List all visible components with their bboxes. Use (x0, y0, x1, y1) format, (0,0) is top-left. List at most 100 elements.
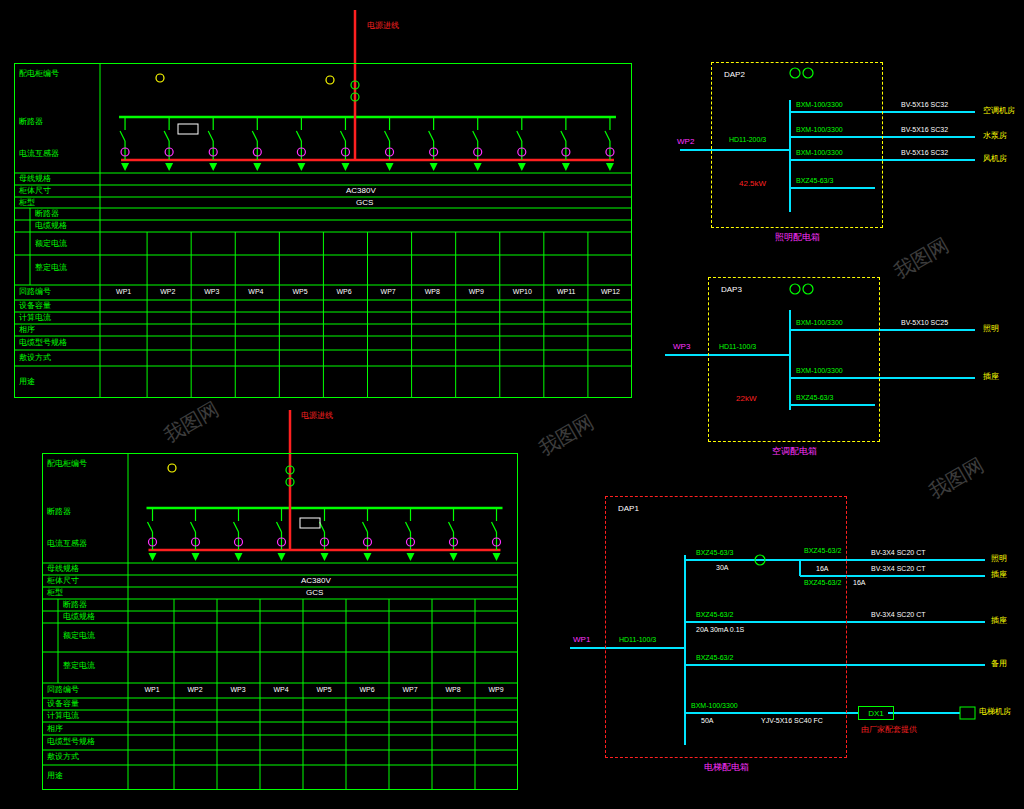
table-rule (30, 208, 31, 285)
wire (790, 187, 875, 189)
table-rule (303, 599, 304, 790)
outgoing-arrow (430, 163, 438, 171)
distribution-panel: DAP2照明配电箱 (711, 62, 883, 228)
branch-wire (477, 117, 478, 130)
annotation-label: BV-5X16 SC32 (900, 149, 949, 156)
ct-symbol (209, 148, 217, 156)
meter-symbol (300, 518, 320, 528)
branch-wire (389, 141, 390, 160)
meter-symbol (178, 124, 198, 134)
annotation-label: WP3 (203, 288, 220, 295)
table-rule (42, 587, 518, 588)
breaker-symbol (385, 131, 390, 141)
outgoing-arrow (321, 553, 329, 561)
table-rule (235, 232, 236, 398)
outgoing-arrow (341, 163, 349, 171)
branch-wire (477, 141, 478, 160)
annotation-label: BXM-100/3300 (690, 702, 739, 709)
table-rule (42, 652, 518, 653)
table-rule (128, 453, 129, 790)
annotation-label: WP6 (335, 288, 352, 295)
table-rule (42, 710, 518, 711)
branch-wire (433, 141, 434, 160)
annotation-label: 断路器 (62, 601, 88, 609)
symbol-circle (351, 93, 359, 101)
annotation-label: 电缆规格 (34, 222, 68, 230)
schedule-table: 配电柜编号 (42, 453, 518, 790)
panel-title: 配电柜编号 (19, 70, 59, 78)
panel-title: DX1 (859, 710, 893, 718)
outgoing-arrow (474, 163, 482, 171)
breaker-symbol (191, 522, 196, 532)
annotation-label: 电源进线 (300, 412, 334, 420)
annotation-label: 42.5kW (738, 180, 767, 188)
annotation-label: BV-3X4 SC20 CT (870, 611, 926, 618)
breaker-symbol (605, 131, 610, 141)
symbol-circle (803, 68, 813, 78)
annotation-label: 照明 (990, 555, 1008, 563)
branch-wire (169, 117, 170, 130)
table-rule (14, 173, 632, 174)
table-rule (42, 698, 518, 699)
breaker-symbol (473, 131, 478, 141)
annotation-label: WP7 (380, 288, 397, 295)
symbol-circle (326, 76, 334, 84)
wire (888, 712, 960, 714)
annotation-label: 柜型 (46, 589, 64, 597)
wire (685, 712, 847, 714)
outgoing-arrow (278, 553, 286, 561)
outgoing-arrow (493, 553, 501, 561)
annotation-label: 回路编号 (18, 288, 52, 296)
table-rule (455, 232, 456, 398)
symbol-circle (351, 81, 359, 89)
annotation-label: 电缆型号规格 (18, 339, 68, 347)
breaker-symbol (164, 131, 169, 141)
annotation-label: GCS (305, 589, 324, 597)
symbol-circle (790, 284, 800, 294)
ct-symbol (253, 148, 261, 156)
annotation-label: 用途 (46, 772, 64, 780)
branch-wire (301, 117, 302, 130)
symbol-circle (803, 284, 813, 294)
branch-wire (301, 141, 302, 160)
panel-title: 配电柜编号 (47, 460, 87, 468)
breaker-symbol (561, 131, 566, 141)
annotation-label: BV-5X10 SC25 (900, 319, 949, 326)
branch-wire (565, 117, 566, 130)
annotation-label: 16A (815, 565, 829, 572)
table-rule (42, 735, 518, 736)
table-rule (389, 599, 390, 790)
annotation-label: 断路器 (18, 118, 44, 126)
outgoing-arrow (386, 163, 394, 171)
watermark: 我图网 (534, 411, 598, 459)
wire (665, 354, 790, 356)
annotation-label: WP3 (672, 343, 691, 351)
breaker-symbol (277, 522, 282, 532)
branch-wire (281, 508, 282, 521)
annotation-label: WP1 (572, 636, 591, 644)
wire (685, 559, 800, 561)
branch-wire (609, 117, 610, 130)
annotation-label: BXM-100/3300 (795, 367, 844, 374)
wire (789, 100, 791, 212)
ct-symbol (364, 538, 372, 546)
annotation-label: WP4 (247, 288, 264, 295)
annotation-label: HD11-100/3 (718, 343, 757, 350)
wire (680, 149, 790, 151)
symbol-circle (286, 466, 294, 474)
annotation-label: GCS (355, 199, 374, 207)
table-rule (260, 599, 261, 790)
annotation-label: 设备容量 (18, 302, 52, 310)
wire (790, 377, 975, 379)
branch-wire (496, 532, 497, 550)
annotation-label: BXZ45-63/3 (795, 394, 834, 401)
breaker-symbol (517, 131, 522, 141)
annotation-label: BXZ45-63/2 (695, 654, 734, 661)
branch-wire (169, 141, 170, 160)
outgoing-arrow (606, 163, 614, 171)
table-rule (14, 220, 632, 221)
annotation-label: BXZ45-63/3 (695, 549, 734, 556)
annotation-label: 整定电流 (62, 662, 96, 670)
table-rule (14, 197, 632, 198)
panel-title: DAP3 (721, 286, 742, 294)
